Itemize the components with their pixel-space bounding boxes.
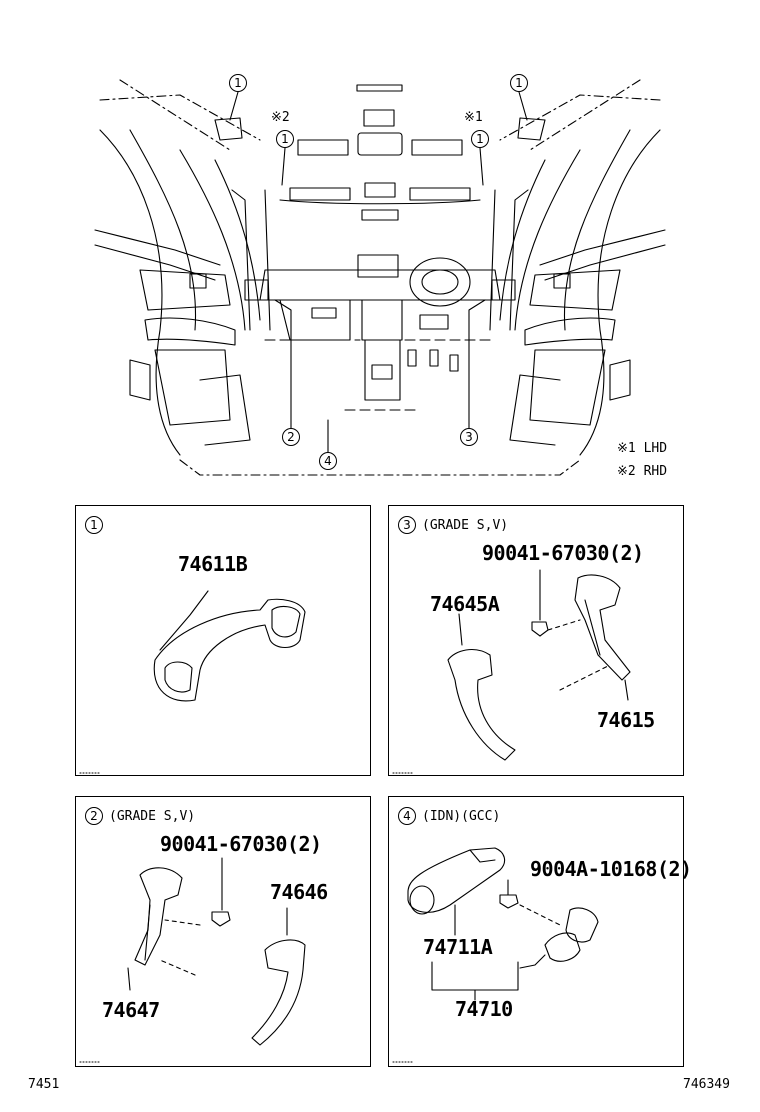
part-74711A-grip [407, 847, 506, 936]
body-outline [99, 79, 661, 476]
part-label-74645A: 74645A [430, 592, 500, 616]
panel-3-note: (GRADE S,V) [422, 518, 509, 533]
floor-carpet [264, 339, 496, 411]
part-label-74711A: 74711A [423, 935, 493, 959]
overview-leaders [229, 91, 528, 453]
part-label-90041-67030-p2: 90041-67030(2) [160, 832, 322, 856]
callout-1-lhd: 1 [471, 130, 489, 148]
callout-1-left: 1 [229, 74, 247, 92]
part-74645A-garnish [447, 613, 516, 761]
panel-3-index: 3 [398, 516, 416, 534]
panel-dots [79, 772, 414, 1063]
panel-4: 4 (IDN)(GCC) [388, 796, 684, 1067]
callout-4: 4 [319, 452, 337, 470]
part-label-74646: 74646 [270, 880, 328, 904]
panel-2-index: 2 [85, 807, 103, 825]
panel-1-index: 1 [85, 516, 103, 534]
callout-1-right: 1 [510, 74, 528, 92]
legend-rhd-mark: ※2 [617, 464, 636, 479]
part-74710-bracket [431, 879, 599, 1001]
roof-center [279, 84, 481, 221]
right-side-structure [489, 117, 666, 456]
dashboard [244, 254, 516, 401]
part-label-74611B: 74611B [178, 552, 248, 576]
legend-lhd-text: LHD [643, 441, 668, 456]
part-label-74647: 74647 [102, 998, 160, 1022]
legend-rhd: ※2 RHD [617, 465, 667, 478]
part-label-74710: 74710 [455, 997, 513, 1021]
part-74611B-grip [153, 590, 306, 702]
part-74615-bracket [531, 569, 631, 701]
panel-2-note: (GRADE S,V) [109, 809, 196, 824]
panel-4-index: 4 [398, 807, 416, 825]
callout-3: 3 [460, 428, 478, 446]
legend-rhd-text: RHD [643, 464, 668, 479]
rhd-mark: ※2 [271, 110, 290, 125]
callout-2: 2 [282, 428, 300, 446]
part-label-74615: 74615 [597, 708, 655, 732]
part-74647-bracket [127, 857, 231, 991]
part-74646-garnish [251, 907, 306, 1046]
legend-lhd: ※1 LHD [617, 442, 667, 455]
panel-2: 2 (GRADE S,V) [75, 796, 371, 1067]
left-side-structure [94, 117, 271, 456]
footer-left-code: 7451 [28, 1077, 60, 1092]
legend-lhd-mark: ※1 [617, 441, 636, 456]
footer-right-code: 746349 [683, 1077, 730, 1092]
part-label-9004A-10168: 9004A-10168(2) [530, 857, 692, 881]
lhd-mark: ※1 [464, 110, 483, 125]
panel-3: 3 (GRADE S,V) [388, 505, 684, 776]
panel-1: 1 [75, 505, 371, 776]
panel-4-note: (IDN)(GCC) [422, 809, 501, 824]
callout-1-rhd: 1 [276, 130, 294, 148]
part-label-90041-67030-p3: 90041-67030(2) [482, 541, 644, 565]
